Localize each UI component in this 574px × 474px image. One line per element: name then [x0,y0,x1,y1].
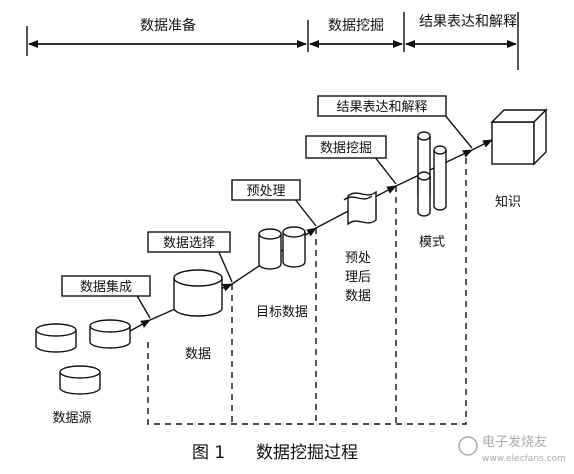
phase-label-preparation: 数据准备 [140,17,196,34]
target-data-icon [258,226,306,270]
step-label-selection: 数据选择 [163,236,215,251]
patterns-icon [417,131,447,217]
watermark-brand: 电子发烧友 [482,434,547,450]
step-label-interpretation: 结果表达和解释 [336,100,427,115]
step-callout-integration: 数据集成 [61,275,151,319]
phase-bar: 数据准备 数据挖掘 结果表达和解释 [26,12,519,70]
step-callout-interpretation: 结果表达和解释 [317,95,473,149]
phase-label-mining: 数据挖掘 [328,18,384,34]
node-label-patterns: 模式 [419,235,445,250]
feedback-loops [147,150,467,425]
node-label-preprocessed-1: 预处 [345,251,371,266]
watermark-url: www.elecfans.com [482,454,566,464]
node-label-data: 数据 [185,347,211,362]
data-icon [173,269,223,317]
node-label-preprocessed-2: 理后 [345,270,371,285]
node-label-knowledge: 知识 [495,194,521,210]
watermark: 电子发烧友 www.elecfans.com [458,434,566,464]
knowledge-cube-icon [490,108,548,166]
node-label-preprocessed-3: 数据 [345,289,371,304]
step-label-mining: 数据挖掘 [320,141,372,156]
step-callout-mining: 数据挖掘 [305,135,397,185]
figure-caption: 图 1 数据挖掘过程 [192,443,358,463]
caption-title: 数据挖掘过程 [256,443,358,463]
step-label-integration: 数据集成 [80,279,132,295]
node-label-source: 数据源 [52,411,91,426]
step-label-preprocessing: 预处理 [246,184,285,199]
caption-number: 图 1 [192,443,225,463]
node-label-target: 目标数据 [256,305,308,320]
preprocessed-data-icon [343,190,377,226]
data-source-icon [35,319,131,395]
phase-label-interpretation: 结果表达和解释 [419,14,517,30]
step-callout-preprocessing: 预处理 [231,179,317,227]
step-callout-selection: 数据选择 [147,231,233,283]
